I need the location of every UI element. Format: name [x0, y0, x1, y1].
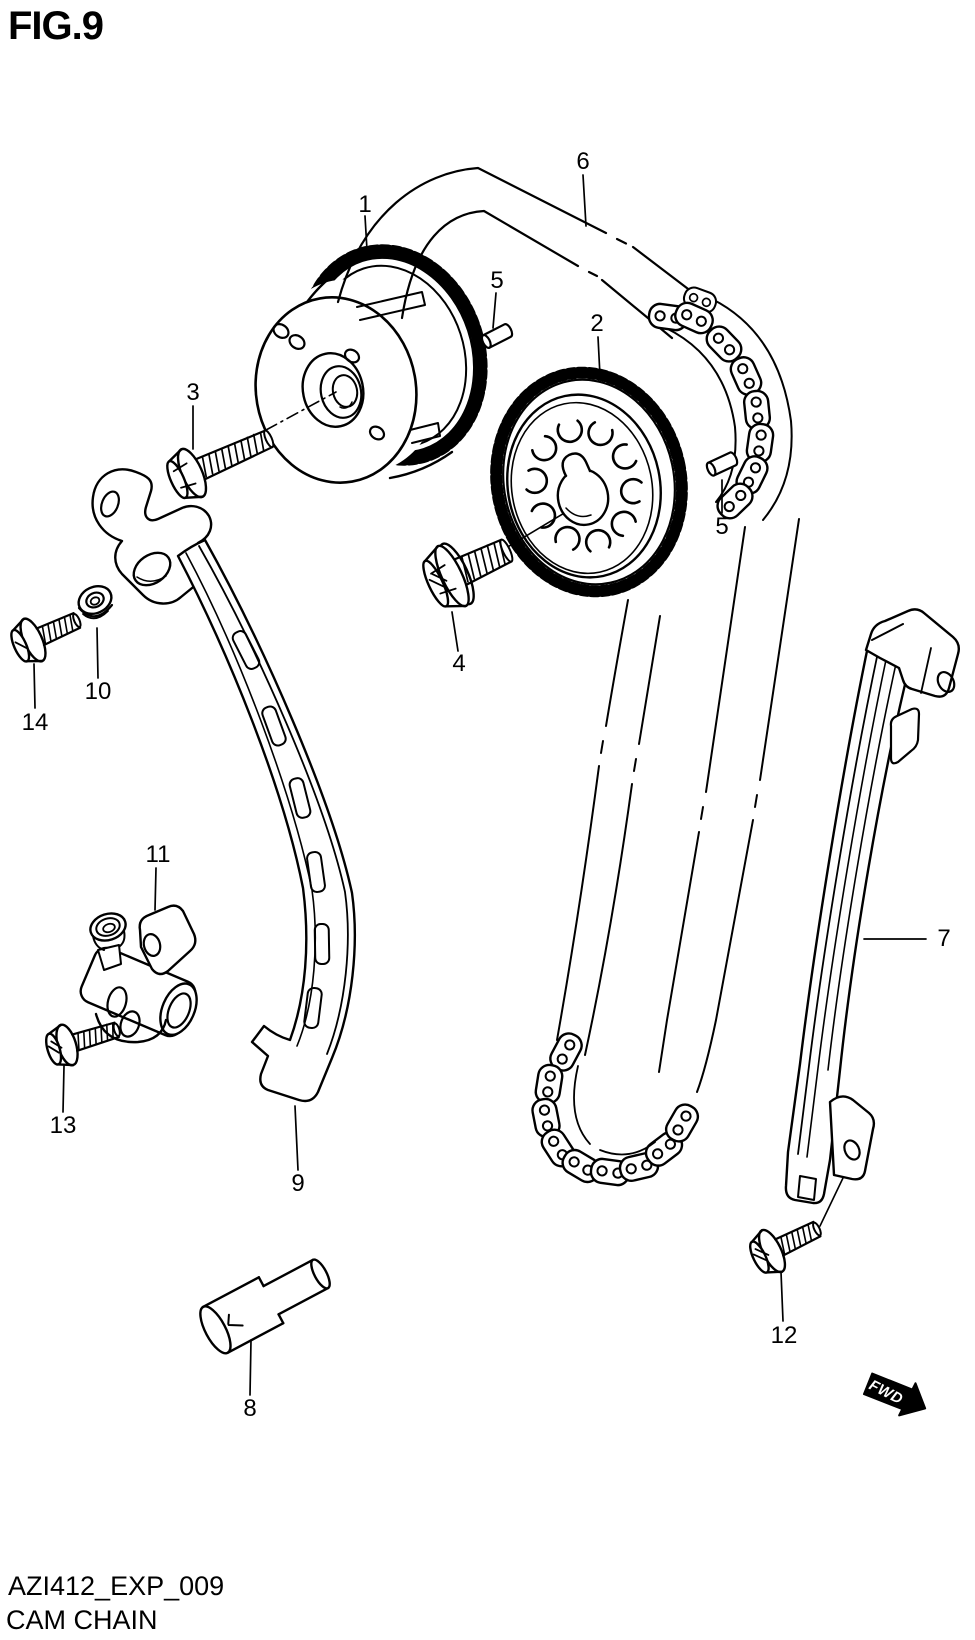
callout-2: 2 — [590, 310, 604, 337]
figure-code: AZI412_EXP_009 — [8, 1571, 225, 1601]
callout-9: 9 — [291, 1170, 305, 1197]
callout-13: 13 — [49, 1112, 77, 1139]
tensioner-side-hole — [106, 986, 128, 1018]
callout-8: 8 — [243, 1395, 257, 1422]
callout-11: 11 — [145, 841, 171, 868]
guide-tip-notch — [797, 1175, 817, 1201]
gear-teeth-ring — [490, 366, 688, 598]
leader-11 — [154, 867, 157, 911]
leader-5a — [492, 292, 497, 329]
chain-links-lower-loop — [529, 1028, 704, 1188]
guide-bottom-bracket — [828, 1095, 876, 1181]
callout-5-upper: 5 — [490, 267, 504, 294]
leader-2 — [597, 336, 601, 377]
callout-12: 12 — [770, 1322, 798, 1349]
arm-slot-hole — [100, 490, 120, 518]
part-7-chain-guide — [784, 608, 961, 1227]
sprocket-hole — [272, 323, 290, 339]
leader-8 — [249, 1339, 252, 1396]
tensioner-lobe — [94, 1012, 168, 1044]
fwd-arrow-icon — [862, 1372, 927, 1417]
callout-7: 7 — [937, 925, 951, 952]
callout-leaders — [33, 174, 927, 1396]
arm-pivot-hole — [132, 551, 172, 587]
leader-6 — [582, 174, 587, 227]
tensioner-wedge — [97, 944, 122, 971]
callout-1: 1 — [358, 191, 372, 218]
callout-3: 3 — [186, 379, 200, 406]
leader-13 — [62, 1065, 65, 1113]
leader-1 — [364, 215, 368, 251]
part-1-cam-sprocket-assembly — [254, 244, 488, 484]
guide-clip-tab — [889, 707, 921, 765]
part-5-pin-lower — [705, 451, 739, 477]
part-5-pin-upper — [480, 323, 514, 349]
part-9-tensioner-blade — [91, 468, 356, 1103]
part-11-chain-tensioner — [79, 904, 198, 1044]
leader-9 — [294, 1105, 299, 1171]
figure-caption: CAM CHAIN — [6, 1605, 158, 1635]
bolt-12-pointer — [819, 1177, 844, 1227]
part-14-flange-bolt — [10, 612, 82, 663]
part-6-cam-chain — [336, 166, 800, 1188]
callout-4: 4 — [452, 650, 466, 677]
gear-lightening-holes — [525, 419, 643, 553]
sprocket-hole — [368, 425, 386, 441]
leader-12 — [780, 1271, 784, 1322]
part-10-washer — [77, 585, 114, 620]
part-3-flange-bolt — [166, 429, 275, 500]
leader-14 — [33, 663, 36, 709]
leader-10 — [96, 627, 99, 679]
callout-6: 6 — [576, 148, 590, 175]
part-13-flange-bolt — [45, 1021, 121, 1067]
sprocket-hole — [343, 348, 361, 364]
tensioner-end-plug — [89, 912, 127, 951]
bracket-hole — [142, 933, 162, 957]
sprocket-hole — [288, 334, 306, 350]
blade-body — [176, 538, 356, 1103]
leader-4 — [451, 611, 459, 652]
bracket-hole — [936, 670, 956, 694]
tensioner-lobe-hole — [119, 1010, 141, 1038]
part-12-flange-bolt — [749, 1220, 822, 1274]
callout-14: 14 — [21, 709, 49, 736]
fwd-direction-marker: FWD — [862, 1372, 927, 1417]
callout-5-lower: 5 — [715, 513, 729, 540]
bolt-3-centerline — [265, 391, 337, 431]
sprocket-hub — [301, 352, 365, 428]
sprocket-front-face — [254, 296, 418, 484]
part-8-dowel — [199, 1258, 331, 1355]
blade-slots — [231, 630, 331, 1030]
figure-title: FIG.9 — [8, 4, 104, 48]
callout-10: 10 — [84, 678, 112, 705]
bracket-hole — [843, 1139, 861, 1161]
part-2-cam-driven-gear — [490, 366, 688, 598]
part-4-flange-bolt — [422, 538, 514, 608]
